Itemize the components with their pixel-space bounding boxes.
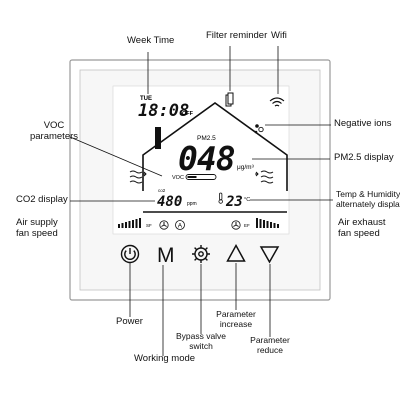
power-icon	[124, 250, 136, 260]
wind-icon	[129, 170, 147, 184]
pm-value: 048	[178, 139, 235, 178]
time-display: 18:08	[138, 101, 189, 121]
ef-label: EF	[244, 223, 250, 228]
voc-parameters-label: VOC parameters	[28, 120, 80, 143]
voc-parameters-line2: parameters	[29, 130, 79, 142]
air-exhaust-line2: fan speed	[338, 227, 380, 239]
working-mode-label: Working mode	[134, 353, 196, 364]
air-supply-line2: fan speed	[16, 227, 58, 239]
temp-humidity-label: Temp & Humidity alternately display	[336, 189, 400, 210]
parameter-increase-button[interactable]	[226, 243, 246, 262]
air-supply-speed-bars	[118, 218, 141, 228]
parameter-reduce-button[interactable]	[259, 246, 280, 264]
co2-value: 480	[157, 194, 182, 210]
parameter-increase-line1: Parameter	[216, 309, 256, 319]
day-text: TUE	[140, 96, 152, 102]
wifi-label: Wifi	[271, 30, 287, 41]
pm25-display-label: PM2.5 display	[334, 152, 394, 163]
air-supply-label: Air supply fan speed	[16, 217, 58, 240]
parameter-reduce-line2: reduce	[257, 344, 283, 355]
pm-unit: μg/m³	[237, 164, 255, 171]
down-triangle-icon	[259, 246, 280, 264]
air-exhaust-line1: Air exhaust	[338, 217, 386, 228]
bypass-valve-label: Bypass valve switch	[166, 331, 236, 352]
air-supply-line1: Air supply	[16, 217, 58, 228]
temp-unit: °C	[244, 197, 250, 203]
week-time-label: Week Time	[127, 35, 175, 46]
temp-humidity-line2: alternately display	[336, 198, 400, 209]
wifi-icon	[269, 97, 285, 107]
bypass-valve-line2: switch	[189, 340, 213, 351]
voc-bar	[185, 174, 217, 180]
power-label: Power	[116, 316, 143, 327]
voc-label: VOC	[172, 175, 184, 181]
power-button[interactable]	[120, 244, 140, 264]
voc-parameters-line1: VOC	[43, 120, 65, 131]
sf-label: SF	[146, 223, 152, 228]
up-triangle-icon	[226, 243, 246, 262]
parameter-increase-label: Parameter increase	[210, 309, 262, 330]
bypass-valve-button[interactable]	[192, 245, 210, 263]
air-exhaust-label: Air exhaust fan speed	[338, 217, 386, 240]
filter-icon	[225, 92, 234, 107]
house-outline	[142, 102, 288, 191]
parameter-reduce-label: Parameter reduce	[244, 335, 296, 356]
voc-bar-fill	[187, 176, 197, 178]
temp-value: 23	[225, 194, 243, 210]
parameter-reduce-line1: Parameter	[250, 335, 290, 345]
co2-display-label: CO2 display	[16, 194, 68, 205]
auto-icon: A	[175, 220, 185, 230]
time-suffix: OFF	[182, 111, 194, 117]
pm-label: PM2.5	[197, 135, 216, 142]
fan-icon	[159, 220, 169, 230]
gear-icon	[192, 245, 210, 263]
thermometer-icon	[218, 192, 223, 204]
mode-button[interactable]: M	[157, 244, 175, 267]
fan-icon	[231, 220, 241, 230]
negative-ions-label: Negative ions	[334, 118, 392, 129]
temp-humidity-line1: Temp & Humidity	[336, 189, 400, 199]
filter-reminder-label: Filter reminder	[206, 30, 268, 41]
co2-label: co2	[158, 188, 166, 193]
bypass-valve-line1: Bypass valve	[175, 331, 227, 341]
air-exhaust-speed-bars	[256, 218, 279, 228]
auto-symbol: A	[178, 223, 183, 230]
parameter-increase-line2: increase	[219, 318, 253, 329]
leader-lines	[69, 46, 333, 356]
co2-unit: ppm	[187, 201, 197, 207]
wind-icon	[255, 170, 274, 184]
chimney	[155, 127, 161, 149]
negative-ion-icon	[254, 124, 264, 134]
